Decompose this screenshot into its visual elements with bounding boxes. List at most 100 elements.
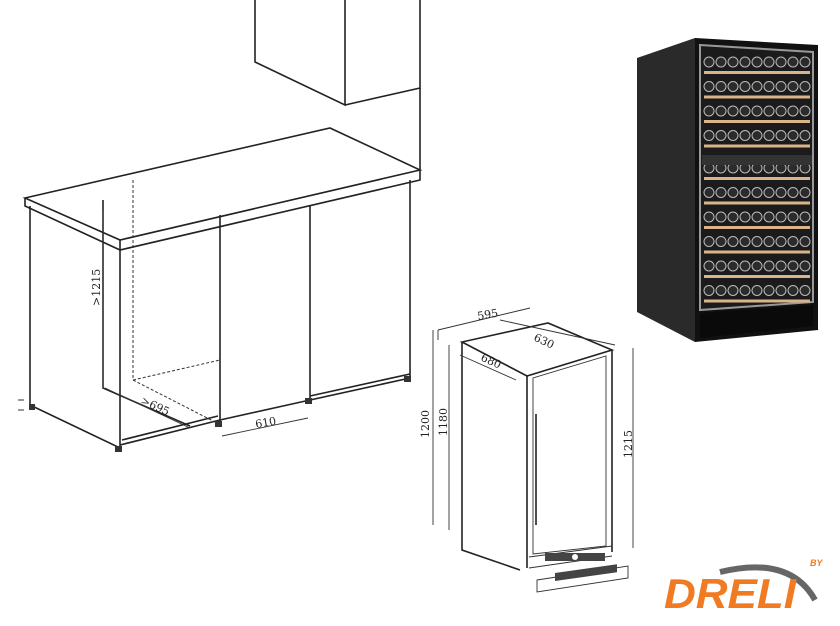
bottle: [763, 211, 775, 223]
bottle: [775, 130, 787, 141]
bottle: [775, 187, 787, 198]
bottle: [775, 260, 787, 272]
bottle: [787, 285, 799, 296]
bottle: [751, 187, 763, 198]
bottle: [799, 211, 811, 223]
bottle: [727, 130, 739, 141]
bottle: [715, 236, 727, 247]
bottle: [715, 211, 727, 223]
bottle: [703, 285, 715, 296]
bottle: [787, 211, 799, 223]
right-cabinet: [305, 180, 411, 404]
bottle: [739, 187, 751, 198]
bottle: [739, 81, 751, 92]
shelf: [704, 250, 810, 254]
bottle: [727, 236, 739, 247]
bottle: [739, 285, 751, 296]
bottle: [727, 260, 739, 272]
bottle: [775, 105, 787, 117]
bottle: [703, 211, 715, 223]
bottle: [739, 56, 751, 68]
bottle: [727, 56, 739, 68]
shelf: [704, 299, 810, 303]
bottle: [703, 56, 715, 68]
bottle: [763, 187, 775, 198]
bottle: [763, 81, 775, 92]
cooler-depth-label: 630: [532, 331, 557, 352]
cabinet-depth-label: >695: [139, 394, 172, 419]
bottle: [715, 130, 727, 141]
bottle: [799, 105, 811, 117]
cooler-width-label: 595: [476, 307, 499, 323]
bottle: [799, 56, 811, 68]
shelf: [704, 144, 810, 148]
bottle: [715, 187, 727, 198]
bottle: [787, 56, 799, 68]
bottle: [727, 187, 739, 198]
bottle: [751, 285, 763, 296]
wine-cooler-photo: [637, 38, 818, 342]
left-cabinet: [29, 206, 122, 452]
bottle: [763, 56, 775, 68]
bottle: [751, 236, 763, 247]
cooler-total-height-label: 1200: [419, 410, 432, 438]
shelf: [704, 120, 810, 123]
bottle: [775, 285, 787, 296]
bottle: [739, 105, 751, 117]
bottle: [715, 56, 727, 68]
bottle: [775, 211, 787, 223]
bottle: [799, 236, 811, 247]
bottle: [703, 187, 715, 198]
bottle: [703, 260, 715, 272]
bottle: [727, 285, 739, 296]
bottle: [739, 236, 751, 247]
cabinet-width-label: 610: [254, 415, 277, 431]
bottle: [799, 187, 811, 198]
bottle: [799, 260, 811, 272]
bottle: [715, 105, 727, 117]
bottle: [739, 211, 751, 223]
shelf: [704, 226, 810, 229]
bottle: [751, 130, 763, 141]
shelf: [704, 275, 810, 278]
bottle: [727, 81, 739, 92]
bottle: [775, 81, 787, 92]
bottle: [715, 285, 727, 296]
bottle: [787, 130, 799, 141]
bottle: [763, 130, 775, 141]
cooler-body-height-label: 1180: [437, 408, 450, 436]
bottle: [787, 236, 799, 247]
bottle: [763, 105, 775, 117]
shelf: [704, 177, 810, 180]
foot-detail: [18, 399, 24, 411]
bottle: [799, 130, 811, 141]
bottle: [775, 56, 787, 68]
bottle: [703, 130, 715, 141]
shelf: [704, 71, 810, 74]
bottle: [751, 211, 763, 223]
bottle: [787, 187, 799, 198]
countertop: [22, 127, 423, 251]
bottle: [715, 260, 727, 272]
bottle: [715, 81, 727, 92]
cooler-front-height-label: 1215: [622, 430, 635, 458]
bottle: [799, 285, 811, 296]
bottle: [763, 260, 775, 272]
bottle: [703, 81, 715, 92]
shelf: [704, 95, 810, 99]
bottle: [775, 236, 787, 247]
svg-text:DRELI: DRELI: [664, 570, 797, 617]
bottle: [787, 81, 799, 92]
upper-cabinet: [254, 0, 421, 170]
bottle: [751, 81, 763, 92]
wine-cooler-drawing: [432, 307, 634, 593]
bottle: [751, 56, 763, 68]
cabinet-height-label: >1215: [90, 269, 103, 306]
bottle: [787, 260, 799, 272]
bottle: [739, 260, 751, 272]
bottle: [751, 260, 763, 272]
bottle: [763, 236, 775, 247]
bottle: [727, 211, 739, 223]
